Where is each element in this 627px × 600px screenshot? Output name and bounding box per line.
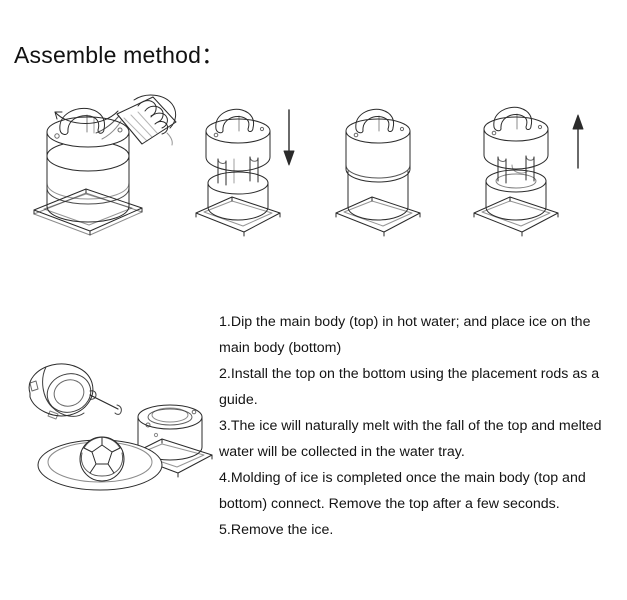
hand-pouring-cup-icon	[95, 94, 177, 146]
arrow-down-icon	[283, 109, 295, 166]
instruction-line: 2.Install the top on the bottom using th…	[219, 366, 600, 382]
base-plate-icon	[33, 188, 143, 236]
placement-rods-icon	[497, 155, 535, 184]
base-plate-icon	[473, 196, 559, 237]
instruction-line: guide.	[219, 392, 258, 408]
handle-icon	[355, 108, 395, 134]
main-body-top	[46, 116, 130, 157]
base-plate-icon	[335, 196, 421, 237]
figure-step-3	[332, 95, 452, 245]
figure-step-1	[24, 88, 194, 238]
instruction-line: 4.Molding of ice is completed once the m…	[219, 470, 586, 486]
instruction-line: 1.Dip the main body (top) in hot water; …	[219, 314, 591, 330]
instruction-line: 3.The ice will naturally melt with the f…	[219, 418, 602, 434]
arrow-up-icon	[572, 114, 584, 169]
page-title: Assemble method：	[14, 42, 225, 68]
handle-icon	[215, 108, 255, 134]
instruction-line: main body (bottom)	[219, 340, 342, 356]
main-body-top-tilted	[28, 363, 122, 420]
rotate-arrow-icon	[54, 110, 119, 124]
instruction-line: bottom) connect. Remove the top after a …	[219, 496, 560, 512]
figure-step-5	[22, 355, 222, 500]
instruction-line: water will be collected in the water tra…	[219, 444, 465, 460]
figure-step-2	[192, 95, 312, 245]
handle-icon	[493, 106, 533, 132]
main-body-bottom	[485, 169, 547, 221]
main-body-bottom	[207, 171, 269, 221]
main-body-bottom	[347, 170, 409, 221]
instruction-list: 1.Dip the main body (top) in hot water; …	[219, 309, 611, 543]
instruction-line: 5.Remove the ice.	[219, 522, 334, 538]
figure-step-4	[470, 95, 605, 245]
base-plate-icon	[195, 196, 281, 237]
soccer-ball-ice-icon	[79, 436, 125, 482]
serving-plate-with-ice	[37, 436, 163, 491]
